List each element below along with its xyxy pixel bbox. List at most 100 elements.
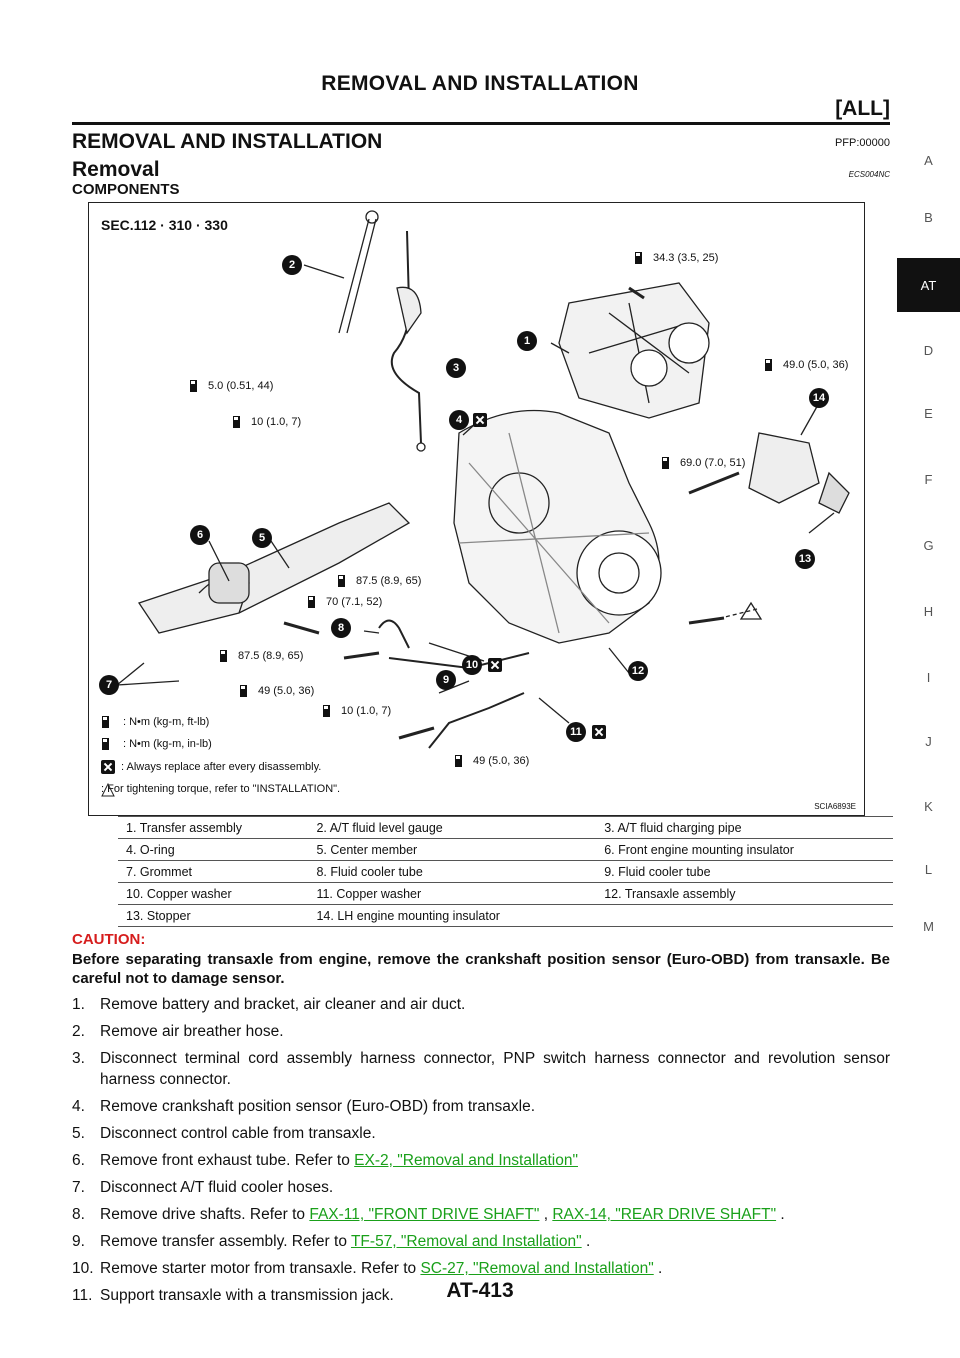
components-diagram: SEC.112 · 310 · 330 34.3 (3.5, 25) 49.0 … bbox=[88, 202, 865, 816]
page-header-section: [ALL] bbox=[835, 97, 890, 120]
part-cell: 6. Front engine mounting insulator bbox=[596, 838, 893, 861]
callout-8: 8 bbox=[331, 618, 351, 638]
callout-11: 11 bbox=[566, 722, 586, 742]
nav-tab-j[interactable]: J bbox=[925, 734, 932, 749]
nav-tab-g[interactable]: G bbox=[923, 538, 934, 553]
torque-label: 49.0 (5.0, 36) bbox=[764, 358, 848, 372]
callout-3: 3 bbox=[446, 358, 466, 378]
list-item: 5.Disconnect control cable from transaxl… bbox=[72, 1125, 376, 1142]
torque-wrench-icon bbox=[454, 754, 470, 768]
table-row: 7. Grommet 8. Fluid cooler tube 9. Fluid… bbox=[118, 860, 893, 883]
list-item: 2.Remove air breather hose. bbox=[72, 1023, 284, 1040]
part-cell: 5. Center member bbox=[308, 838, 597, 861]
sc-27-link[interactable]: SC-27, "Removal and Installation" bbox=[420, 1260, 654, 1277]
callout-14: 14 bbox=[809, 388, 829, 408]
torque-wrench-icon bbox=[307, 595, 323, 609]
fax-11-link[interactable]: FAX-11, "FRONT DRIVE SHAFT" bbox=[309, 1206, 540, 1223]
legend-item: : For tightening torque, refer to "INSTA… bbox=[101, 783, 341, 797]
torque-label: 5.0 (0.51, 44) bbox=[189, 379, 273, 393]
legend-item: : Always replace after every disassembly… bbox=[101, 760, 321, 774]
torque-wrench-icon bbox=[101, 715, 117, 729]
torque-label: 49 (5.0, 36) bbox=[454, 754, 529, 768]
list-item: 10.Remove starter motor from transaxle. … bbox=[72, 1260, 663, 1277]
list-item: 3.Disconnect terminal cord assembly harn… bbox=[72, 1050, 890, 1088]
section-heading: REMOVAL AND INSTALLATION bbox=[72, 130, 383, 153]
table-row: 1. Transfer assembly 2. A/T fluid level … bbox=[118, 816, 893, 839]
torque-label: 34.3 (3.5, 25) bbox=[634, 251, 718, 265]
torque-wrench-icon bbox=[634, 251, 650, 265]
torque-label: 10 (1.0, 7) bbox=[232, 415, 301, 429]
table-row: 4. O-ring 5. Center member 6. Front engi… bbox=[118, 838, 893, 861]
callout-6: 6 bbox=[190, 525, 210, 545]
torque-wrench-icon bbox=[219, 649, 235, 663]
rax-14-link[interactable]: RAX-14, "REAR DRIVE SHAFT" bbox=[552, 1206, 777, 1223]
nav-tab-k[interactable]: K bbox=[924, 799, 933, 814]
procedure-steps: 1.Remove battery and bracket, air cleane… bbox=[72, 994, 890, 1306]
callout-12: 12 bbox=[628, 661, 648, 681]
list-item: 1.Remove battery and bracket, air cleane… bbox=[72, 996, 466, 1013]
table-row: 13. Stopper 14. LH engine mounting insul… bbox=[118, 904, 893, 927]
callout-4: 4 bbox=[449, 410, 469, 430]
nav-tab-at[interactable]: AT bbox=[897, 258, 960, 312]
part-cell: 1. Transfer assembly bbox=[118, 816, 309, 839]
part-cell: 11. Copper washer bbox=[308, 882, 597, 905]
torque-label: 70 (7.1, 52) bbox=[307, 595, 382, 609]
list-item: 6.Remove front exhaust tube. Refer to EX… bbox=[72, 1152, 578, 1169]
replace-icon bbox=[101, 760, 115, 774]
legend-item: : N•m (kg-m, in-lb) bbox=[101, 737, 212, 751]
nav-tab-m[interactable]: M bbox=[923, 919, 934, 934]
page-number: AT-413 bbox=[446, 1279, 514, 1302]
diagram-section-code: SEC.112 · 310 · 330 bbox=[101, 217, 228, 233]
list-item: 9.Remove transfer assembly. Refer to TF-… bbox=[72, 1233, 591, 1250]
callout-7: 7 bbox=[99, 675, 119, 695]
list-item: 8.Remove drive shafts. Refer to FAX-11, … bbox=[72, 1206, 785, 1223]
callout-13: 13 bbox=[795, 549, 815, 569]
nav-tab-e[interactable]: E bbox=[924, 406, 933, 421]
replace-icon bbox=[488, 658, 502, 672]
torque-wrench-icon bbox=[661, 456, 677, 470]
part-cell bbox=[596, 904, 893, 927]
torque-label: 10 (1.0, 7) bbox=[322, 704, 391, 718]
replace-icon bbox=[473, 413, 487, 427]
list-item: 7.Disconnect A/T fluid cooler hoses. bbox=[72, 1179, 334, 1196]
figure-code: SCIA6893E bbox=[814, 802, 856, 811]
ex-2-link[interactable]: EX-2, "Removal and Installation" bbox=[354, 1152, 578, 1169]
table-row: 10. Copper washer 11. Copper washer 12. … bbox=[118, 882, 893, 905]
part-cell: 12. Transaxle assembly bbox=[596, 882, 893, 905]
replace-icon bbox=[592, 725, 606, 739]
subheading: Removal bbox=[72, 158, 160, 181]
triangle-icon bbox=[101, 783, 115, 797]
list-item: 4.Remove crankshaft position sensor (Eur… bbox=[72, 1098, 536, 1115]
tf-57-link[interactable]: TF-57, "Removal and Installation" bbox=[350, 1233, 582, 1250]
nav-tab-l[interactable]: L bbox=[924, 862, 933, 877]
part-cell: 2. A/T fluid level gauge bbox=[308, 816, 597, 839]
parts-table: 1. Transfer assembly 2. A/T fluid level … bbox=[118, 816, 893, 927]
torque-wrench-icon bbox=[101, 737, 117, 751]
components-title: COMPONENTS bbox=[72, 181, 180, 198]
torque-label: 69.0 (7.0, 51) bbox=[661, 456, 745, 470]
torque-wrench-icon bbox=[322, 704, 338, 718]
page-header-title: REMOVAL AND INSTALLATION bbox=[321, 72, 639, 95]
callout-1: 1 bbox=[517, 331, 537, 351]
part-cell: 9. Fluid cooler tube bbox=[596, 860, 893, 883]
part-cell: 4. O-ring bbox=[118, 838, 309, 861]
callout-9: 9 bbox=[436, 670, 456, 690]
subheading-code: ECS004NC bbox=[848, 170, 890, 179]
nav-tab-b[interactable]: B bbox=[924, 210, 933, 225]
caution-text: Before separating transaxle from engine,… bbox=[72, 951, 890, 987]
part-cell: 8. Fluid cooler tube bbox=[308, 860, 597, 883]
callout-2: 2 bbox=[282, 255, 302, 275]
nav-tab-h[interactable]: H bbox=[923, 604, 934, 619]
nav-tab-i[interactable]: I bbox=[926, 670, 931, 685]
part-cell: 3. A/T fluid charging pipe bbox=[596, 816, 893, 839]
callout-5: 5 bbox=[252, 528, 272, 548]
caution-label: CAUTION: bbox=[72, 931, 146, 948]
part-cell: 13. Stopper bbox=[118, 904, 309, 927]
nav-tab-a[interactable]: A bbox=[924, 153, 933, 168]
torque-wrench-icon bbox=[239, 684, 255, 698]
nav-tab-d[interactable]: D bbox=[923, 343, 934, 358]
torque-wrench-icon bbox=[337, 574, 353, 588]
nav-tab-f[interactable]: F bbox=[924, 472, 933, 487]
pfp-code: PFP:00000 bbox=[834, 137, 890, 149]
part-cell: 7. Grommet bbox=[118, 860, 309, 883]
